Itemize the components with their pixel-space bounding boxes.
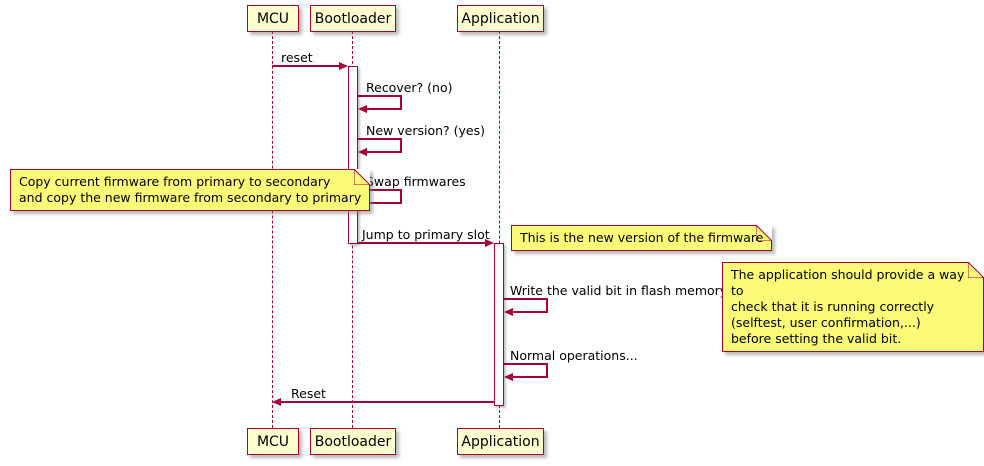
self-message-top-line — [358, 95, 402, 97]
self-message-return-line — [512, 376, 548, 378]
note-selftest: The application should provide a way to … — [722, 262, 984, 352]
message-label-recover: Recover? (no) — [366, 80, 453, 95]
self-message-return-line — [366, 108, 402, 110]
note-fold-icon — [756, 225, 773, 241]
participant-box-bootloader-bottom: Bootloader — [310, 428, 396, 455]
message-label-normal-operations: Normal operations... — [510, 348, 638, 363]
message-label-jump: Jump to primary slot — [362, 227, 490, 242]
note-fold-icon — [354, 169, 371, 185]
message-label-reset: reset — [281, 50, 313, 65]
participant-box-mcu-bottom: MCU — [247, 428, 299, 455]
message-label-swap-firmwares: Swap firmwares — [366, 174, 466, 189]
arrowhead-left-icon — [272, 398, 281, 406]
self-message-top-line — [504, 298, 548, 300]
participant-box-bootloader-top: Bootloader — [310, 5, 396, 32]
message-label-new-version: New version? (yes) — [366, 123, 485, 138]
arrowhead-left-icon — [358, 105, 367, 113]
note-text: This is the new version of the firmware — [520, 230, 764, 245]
message-line-reset-return — [281, 401, 494, 403]
note-new-version: This is the new version of the firmware — [511, 225, 773, 251]
note-fold-icon — [968, 262, 984, 278]
lifeline-application — [499, 31, 500, 428]
participant-label-bootloader: Bootloader — [314, 10, 392, 27]
self-message-side-line — [400, 189, 402, 204]
self-message-side-line — [546, 363, 548, 378]
participant-label-mcu: MCU — [256, 433, 290, 450]
arrowhead-left-icon — [358, 148, 367, 156]
arrowhead-right-icon — [339, 62, 348, 70]
arrowhead-left-icon — [504, 373, 513, 381]
message-label-write-valid-bit: Write the valid bit in flash memory — [510, 283, 728, 298]
participant-label-application: Application — [461, 433, 540, 450]
message-label-reset-return: Reset — [291, 386, 326, 401]
self-message-return-line — [366, 151, 402, 153]
participant-label-application: Application — [461, 10, 540, 27]
lifeline-mcu — [272, 31, 273, 428]
self-message-top-line — [504, 363, 548, 365]
participant-box-mcu-top: MCU — [247, 5, 299, 32]
note-text: The application should provide a way to … — [731, 267, 965, 346]
arrowhead-left-icon — [504, 308, 513, 316]
self-message-return-line — [512, 311, 548, 313]
participant-box-application-bottom: Application — [457, 428, 544, 455]
arrowhead-right-icon — [485, 239, 494, 247]
activation-bar-bootloader — [348, 66, 358, 244]
message-line-jump — [358, 242, 486, 244]
note-text: Copy current firmware from primary to se… — [19, 174, 362, 205]
note-copy-firmware: Copy current firmware from primary to se… — [10, 169, 371, 211]
self-message-side-line — [400, 138, 402, 153]
participant-label-mcu: MCU — [256, 10, 290, 27]
activation-bar-application — [494, 243, 504, 406]
message-line-reset — [272, 65, 340, 67]
participant-label-bootloader: Bootloader — [314, 433, 392, 450]
self-message-return-line — [366, 202, 402, 204]
self-message-side-line — [546, 298, 548, 313]
self-message-side-line — [400, 95, 402, 110]
self-message-top-line — [358, 138, 402, 140]
self-message-top-line — [358, 189, 402, 191]
participant-box-application-top: Application — [457, 5, 544, 32]
